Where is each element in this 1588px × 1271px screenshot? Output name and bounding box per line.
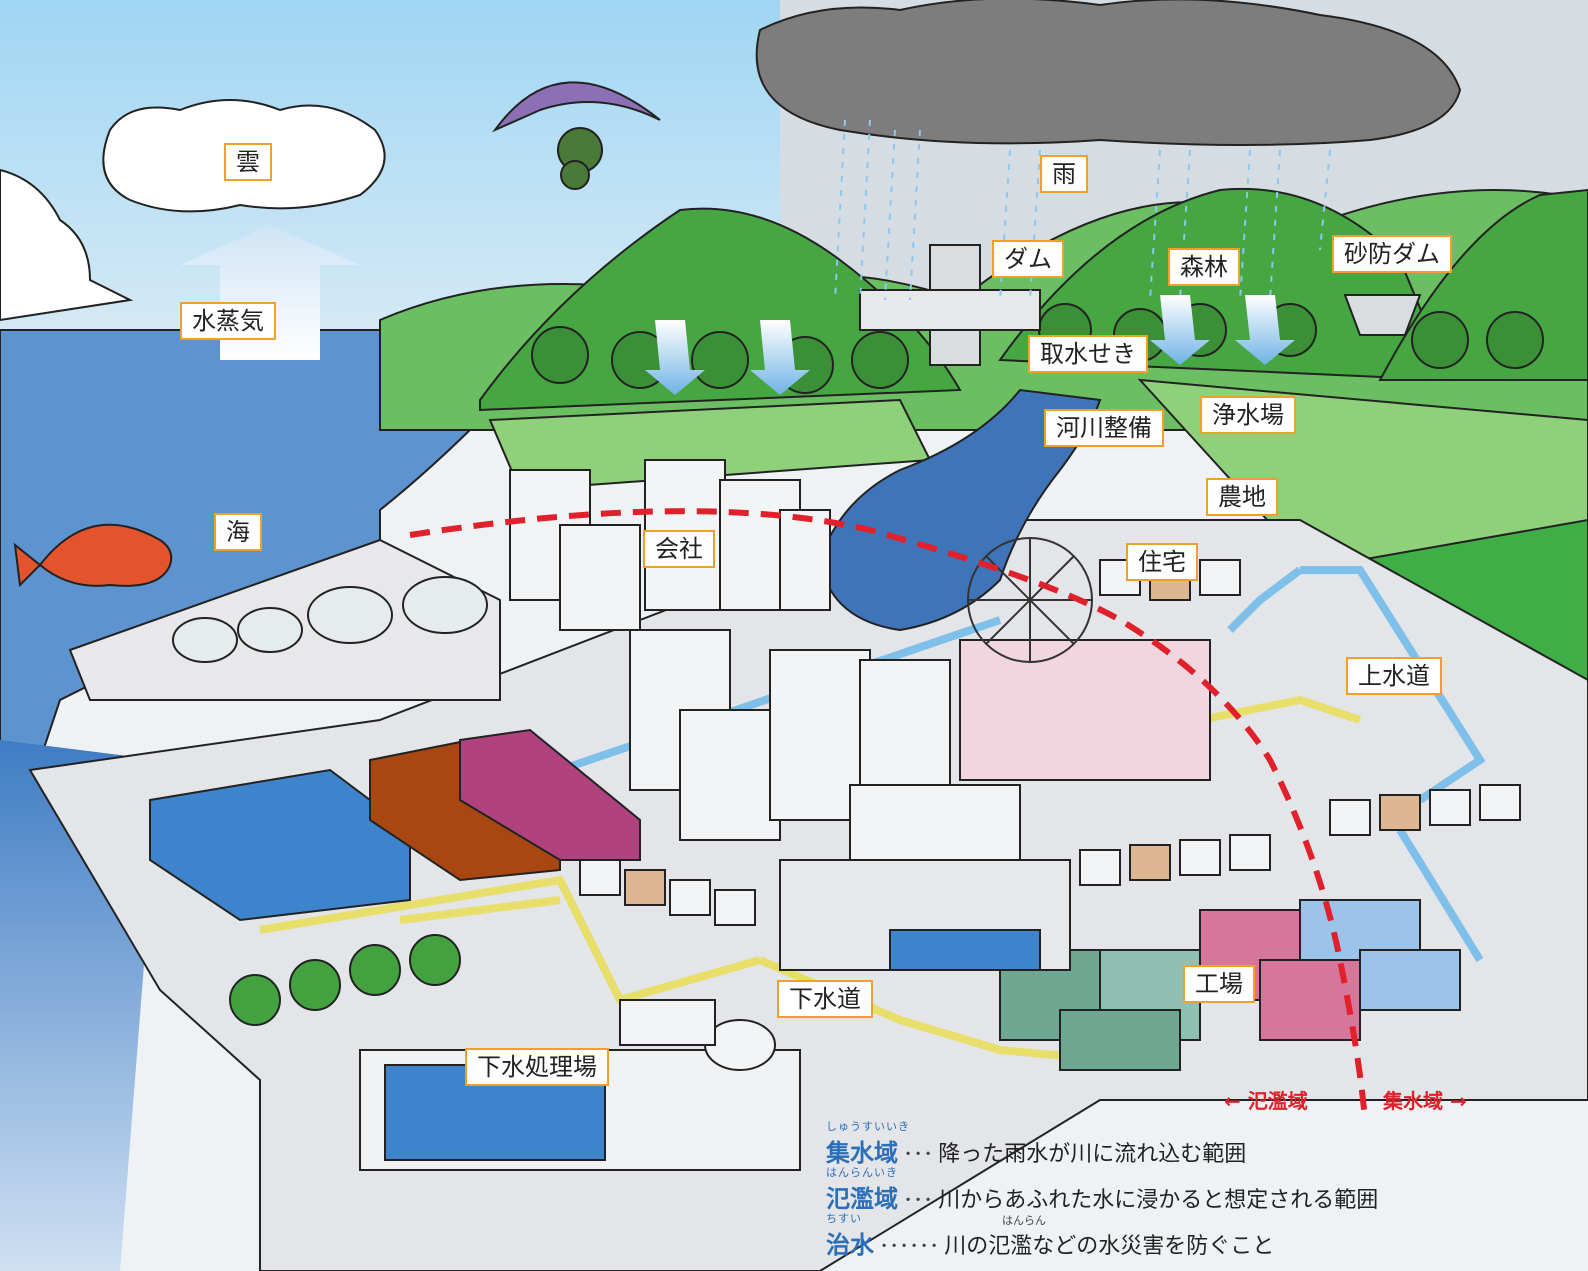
label-farmland: 農地	[1206, 478, 1278, 516]
label-river-work: 河川整備	[1044, 409, 1164, 447]
legend-dots: ･･･	[903, 1142, 934, 1166]
cloud-edge	[0, 168, 134, 322]
legend-dots: ･･････	[879, 1234, 940, 1258]
paraglider-mascot	[492, 81, 661, 190]
legend-term: 氾濫域	[826, 1185, 898, 1213]
legend-term: 集水域	[826, 1139, 898, 1167]
label-forest: 森林	[1168, 248, 1240, 286]
legend-row-flood-control: ちすい 治水 ･･････ 川の氾濫などの水災害を防ぐこと はんらん	[826, 1212, 1274, 1260]
pool	[889, 929, 1041, 971]
label-dam: ダム	[992, 240, 1064, 278]
legend-dots: ･･･	[903, 1188, 934, 1212]
legend-row-flood: はんらんいき 氾濫域 ･･･ 川からあふれた水に浸かると想定される範囲	[826, 1166, 1378, 1214]
river	[818, 388, 1102, 632]
label-cloud: 雲	[224, 143, 272, 181]
catchment-area-label: 集水域 →	[1383, 1089, 1467, 1113]
label-company: 会社	[643, 530, 715, 568]
label-intake-weir: 取水せき	[1028, 335, 1148, 373]
legend-desc: 川の氾濫などの水災害を防ぐこと	[944, 1234, 1275, 1259]
rain-streaks	[834, 119, 1331, 301]
storage-tanks	[172, 576, 488, 663]
label-water-supply: 上水道	[1346, 657, 1442, 695]
park-trees	[229, 934, 461, 1026]
legend-ruby: しゅうすいいき	[826, 1120, 910, 1133]
rainwater-arrows	[645, 295, 1295, 395]
hill-left	[479, 207, 962, 412]
label-housing: 住宅	[1126, 543, 1198, 581]
legend-desc-ruby: はんらん	[1002, 1214, 1046, 1227]
label-sabo-dam: 砂防ダム	[1332, 235, 1452, 273]
legend-term: 治水	[826, 1231, 874, 1259]
fish-illustration	[13, 523, 173, 588]
legend-desc: 降った雨水が川に流れ込む範囲	[938, 1142, 1247, 1167]
sabo-dam	[1343, 294, 1422, 336]
warehouses	[149, 728, 641, 922]
label-water-plant: 浄水場	[1200, 396, 1296, 434]
label-rain: 雨	[1040, 155, 1088, 193]
legend-ruby: はんらんいき	[826, 1166, 898, 1179]
dam-wall	[859, 289, 1041, 331]
label-vapor: 水蒸気	[180, 302, 276, 340]
houses	[579, 559, 1521, 926]
legend-ruby: ちすい	[826, 1212, 862, 1225]
legend-desc: 川からあふれた水に浸かると想定される範囲	[938, 1188, 1379, 1213]
ferris-wheel	[967, 537, 1093, 663]
label-sea: 海	[214, 513, 262, 551]
pink-building	[959, 639, 1211, 781]
legend-row-catchment: しゅうすいいき 集水域 ･･･ 降った雨水が川に流れ込む範囲	[826, 1120, 1246, 1168]
boundary-dashed-line	[409, 508, 1368, 1121]
flood-area-label: ← 氾濫域	[1224, 1089, 1308, 1113]
rain-cloud	[755, 0, 1462, 146]
label-factory: 工場	[1183, 965, 1255, 1003]
label-sewer: 下水道	[777, 980, 873, 1018]
label-sewage-plant: 下水処理場	[465, 1048, 609, 1086]
